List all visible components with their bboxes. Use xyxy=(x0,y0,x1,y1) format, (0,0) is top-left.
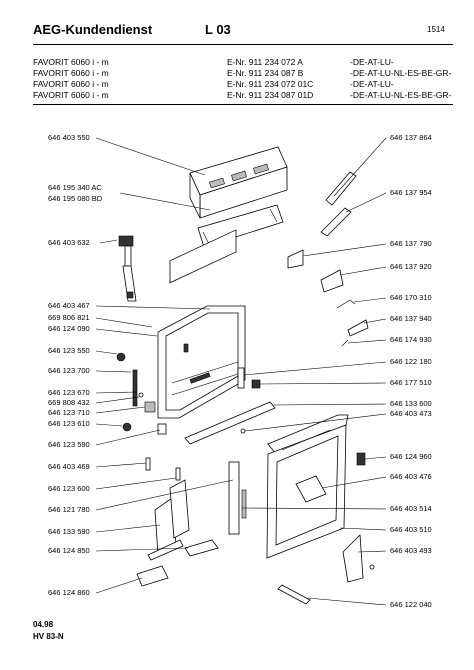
feet-assembly xyxy=(136,479,219,587)
part-number-label: 646 121 780 xyxy=(48,505,90,514)
header-rule-bottom xyxy=(33,104,453,105)
model-name: FAVORIT 6060 i - m xyxy=(33,90,109,100)
part-number-label: 646 123 590 xyxy=(48,440,90,449)
model-countries: -DE-AT-LU- xyxy=(350,79,394,89)
part-number-label: 646 137 790 xyxy=(390,239,432,248)
control-panel-housing xyxy=(189,146,288,219)
hinge-bracket xyxy=(118,235,137,302)
part-number-label: 646 124 860 xyxy=(48,588,90,597)
model-countries: -DE-AT-LU- xyxy=(350,57,394,67)
part-number-label: 646 403 476 xyxy=(390,472,432,481)
part-number-label: 646 122 180 xyxy=(390,357,432,366)
part-number-label: 646 403 514 xyxy=(390,504,432,513)
part-number-label: 646 170 310 xyxy=(390,293,432,302)
part-number-label: 646 174 930 xyxy=(390,335,432,344)
small-parts-left xyxy=(116,352,181,481)
part-number-label: 669 806 821 xyxy=(48,313,90,322)
panel-strip xyxy=(197,204,284,248)
part-number-label: 646 123 710 xyxy=(48,408,90,417)
part-number-label: 646 403 550 xyxy=(48,133,90,142)
part-number-label: 646 403 493 xyxy=(390,546,432,555)
part-number-label: 646 123 700 xyxy=(48,366,90,375)
side-panel xyxy=(277,534,375,605)
part-number-label: 646 124 090 xyxy=(48,324,90,333)
part-number-label: 646 124 960 xyxy=(390,452,432,461)
header-rule-top xyxy=(33,44,453,45)
part-number-label: 646 137 954 xyxy=(390,188,432,197)
part-number-label: 646 122 040 xyxy=(390,600,432,609)
door-bottom-bar xyxy=(184,401,276,445)
part-number-label: 646 123 610 xyxy=(48,419,90,428)
model-enr: E-Nr. 911 234 072 01C xyxy=(227,79,314,89)
part-number-label: 646 403 473 xyxy=(390,409,432,418)
small-parts-right xyxy=(240,171,369,466)
outer-door-panel xyxy=(266,414,349,559)
part-number-label: 646 123 550 xyxy=(48,346,90,355)
part-number-label: 646 403 510 xyxy=(390,525,432,534)
part-number-label: 646 137 920 xyxy=(390,262,432,271)
part-number-label: 646 124 850 xyxy=(48,546,90,555)
footer-date: 04.98 xyxy=(33,620,54,629)
part-number-label: 646 133 600 xyxy=(390,399,432,408)
part-number-label: 646 195 080 BD xyxy=(48,194,103,203)
part-number-label: 646 123 600 xyxy=(48,484,90,493)
leader-lines xyxy=(95,137,387,606)
model-enr: E-Nr. 911 234 072 A xyxy=(227,57,303,67)
model-enr: E-Nr. 911 234 087 01D xyxy=(227,90,314,100)
footer-doc-code: HV 83-N xyxy=(33,632,64,641)
diagram-code: L 03 xyxy=(205,22,231,37)
part-number-label: 646 403 469 xyxy=(48,462,90,471)
part-number-label: 646 403 467 xyxy=(48,301,90,310)
support-bracket xyxy=(228,461,247,535)
model-name: FAVORIT 6060 i - m xyxy=(33,79,109,89)
page-number: 1514 xyxy=(427,25,445,34)
part-number-label: 646 177 510 xyxy=(390,378,432,387)
door-frame xyxy=(157,229,246,419)
part-number-label: 646 133 590 xyxy=(48,527,90,536)
model-name: FAVORIT 6060 i - m xyxy=(33,68,109,78)
part-number-label: 669 808 432 xyxy=(48,398,90,407)
brand-title: AEG-Kundendienst xyxy=(33,22,153,37)
model-name: FAVORIT 6060 i - m xyxy=(33,57,109,67)
model-countries: -DE-AT-LU-NL-ES-BE-GR- xyxy=(350,68,452,78)
model-enr: E-Nr. 911 234 087 B xyxy=(227,68,304,78)
model-countries: -DE-AT-LU-NL-ES-BE-GR- xyxy=(350,90,452,100)
part-number-label: 646 137 940 xyxy=(390,314,432,323)
part-number-label: 646 403 632 xyxy=(48,238,90,247)
part-number-label: 646 123 670 xyxy=(48,388,90,397)
part-number-label: 646 137 864 xyxy=(390,133,432,142)
part-number-label: 646 195 340 AC xyxy=(48,183,102,192)
